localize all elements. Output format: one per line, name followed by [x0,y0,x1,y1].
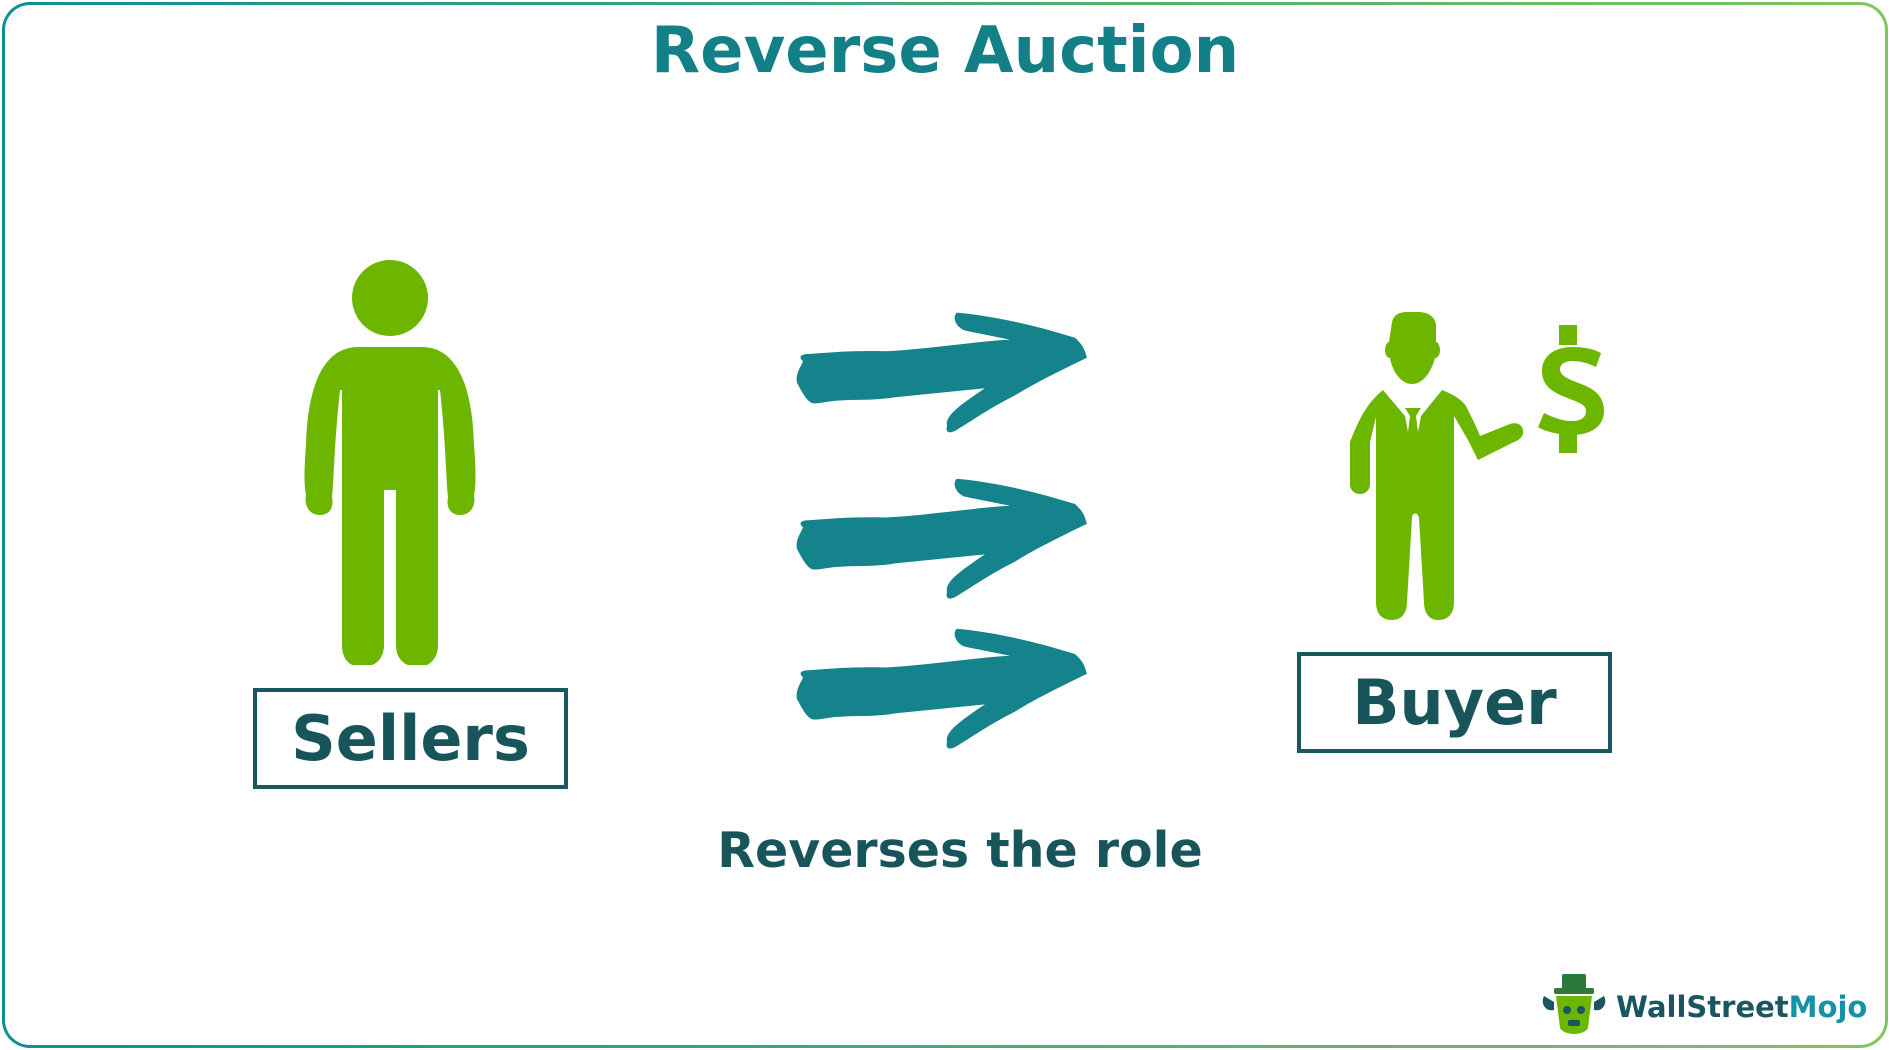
sellers-label-box: Sellers [253,688,568,789]
buyer-businessman-icon [1350,312,1524,620]
diagram-title: Reverse Auction [650,14,1240,88]
arrow-icon [796,312,1087,433]
sellers-label: Sellers [291,702,530,775]
caption: Reverses the role [717,822,1203,879]
logo-text-part1: WallStreet [1616,990,1789,1024]
logo-text-part2: Mojo [1788,990,1868,1024]
arrow-icon [796,478,1087,599]
arrow-icon [796,628,1087,749]
wallstreetmojo-logo: WallStreetMojo [1538,972,1878,1042]
arrows-group [796,312,1087,749]
buyer-label-box: Buyer [1297,652,1612,753]
seller-person-icon [304,260,476,665]
dollar-icon [1538,325,1604,453]
logo-text: WallStreetMojo [1616,990,1867,1024]
buyer-label: Buyer [1352,666,1557,739]
logo-mascot-icon [1542,974,1606,1034]
